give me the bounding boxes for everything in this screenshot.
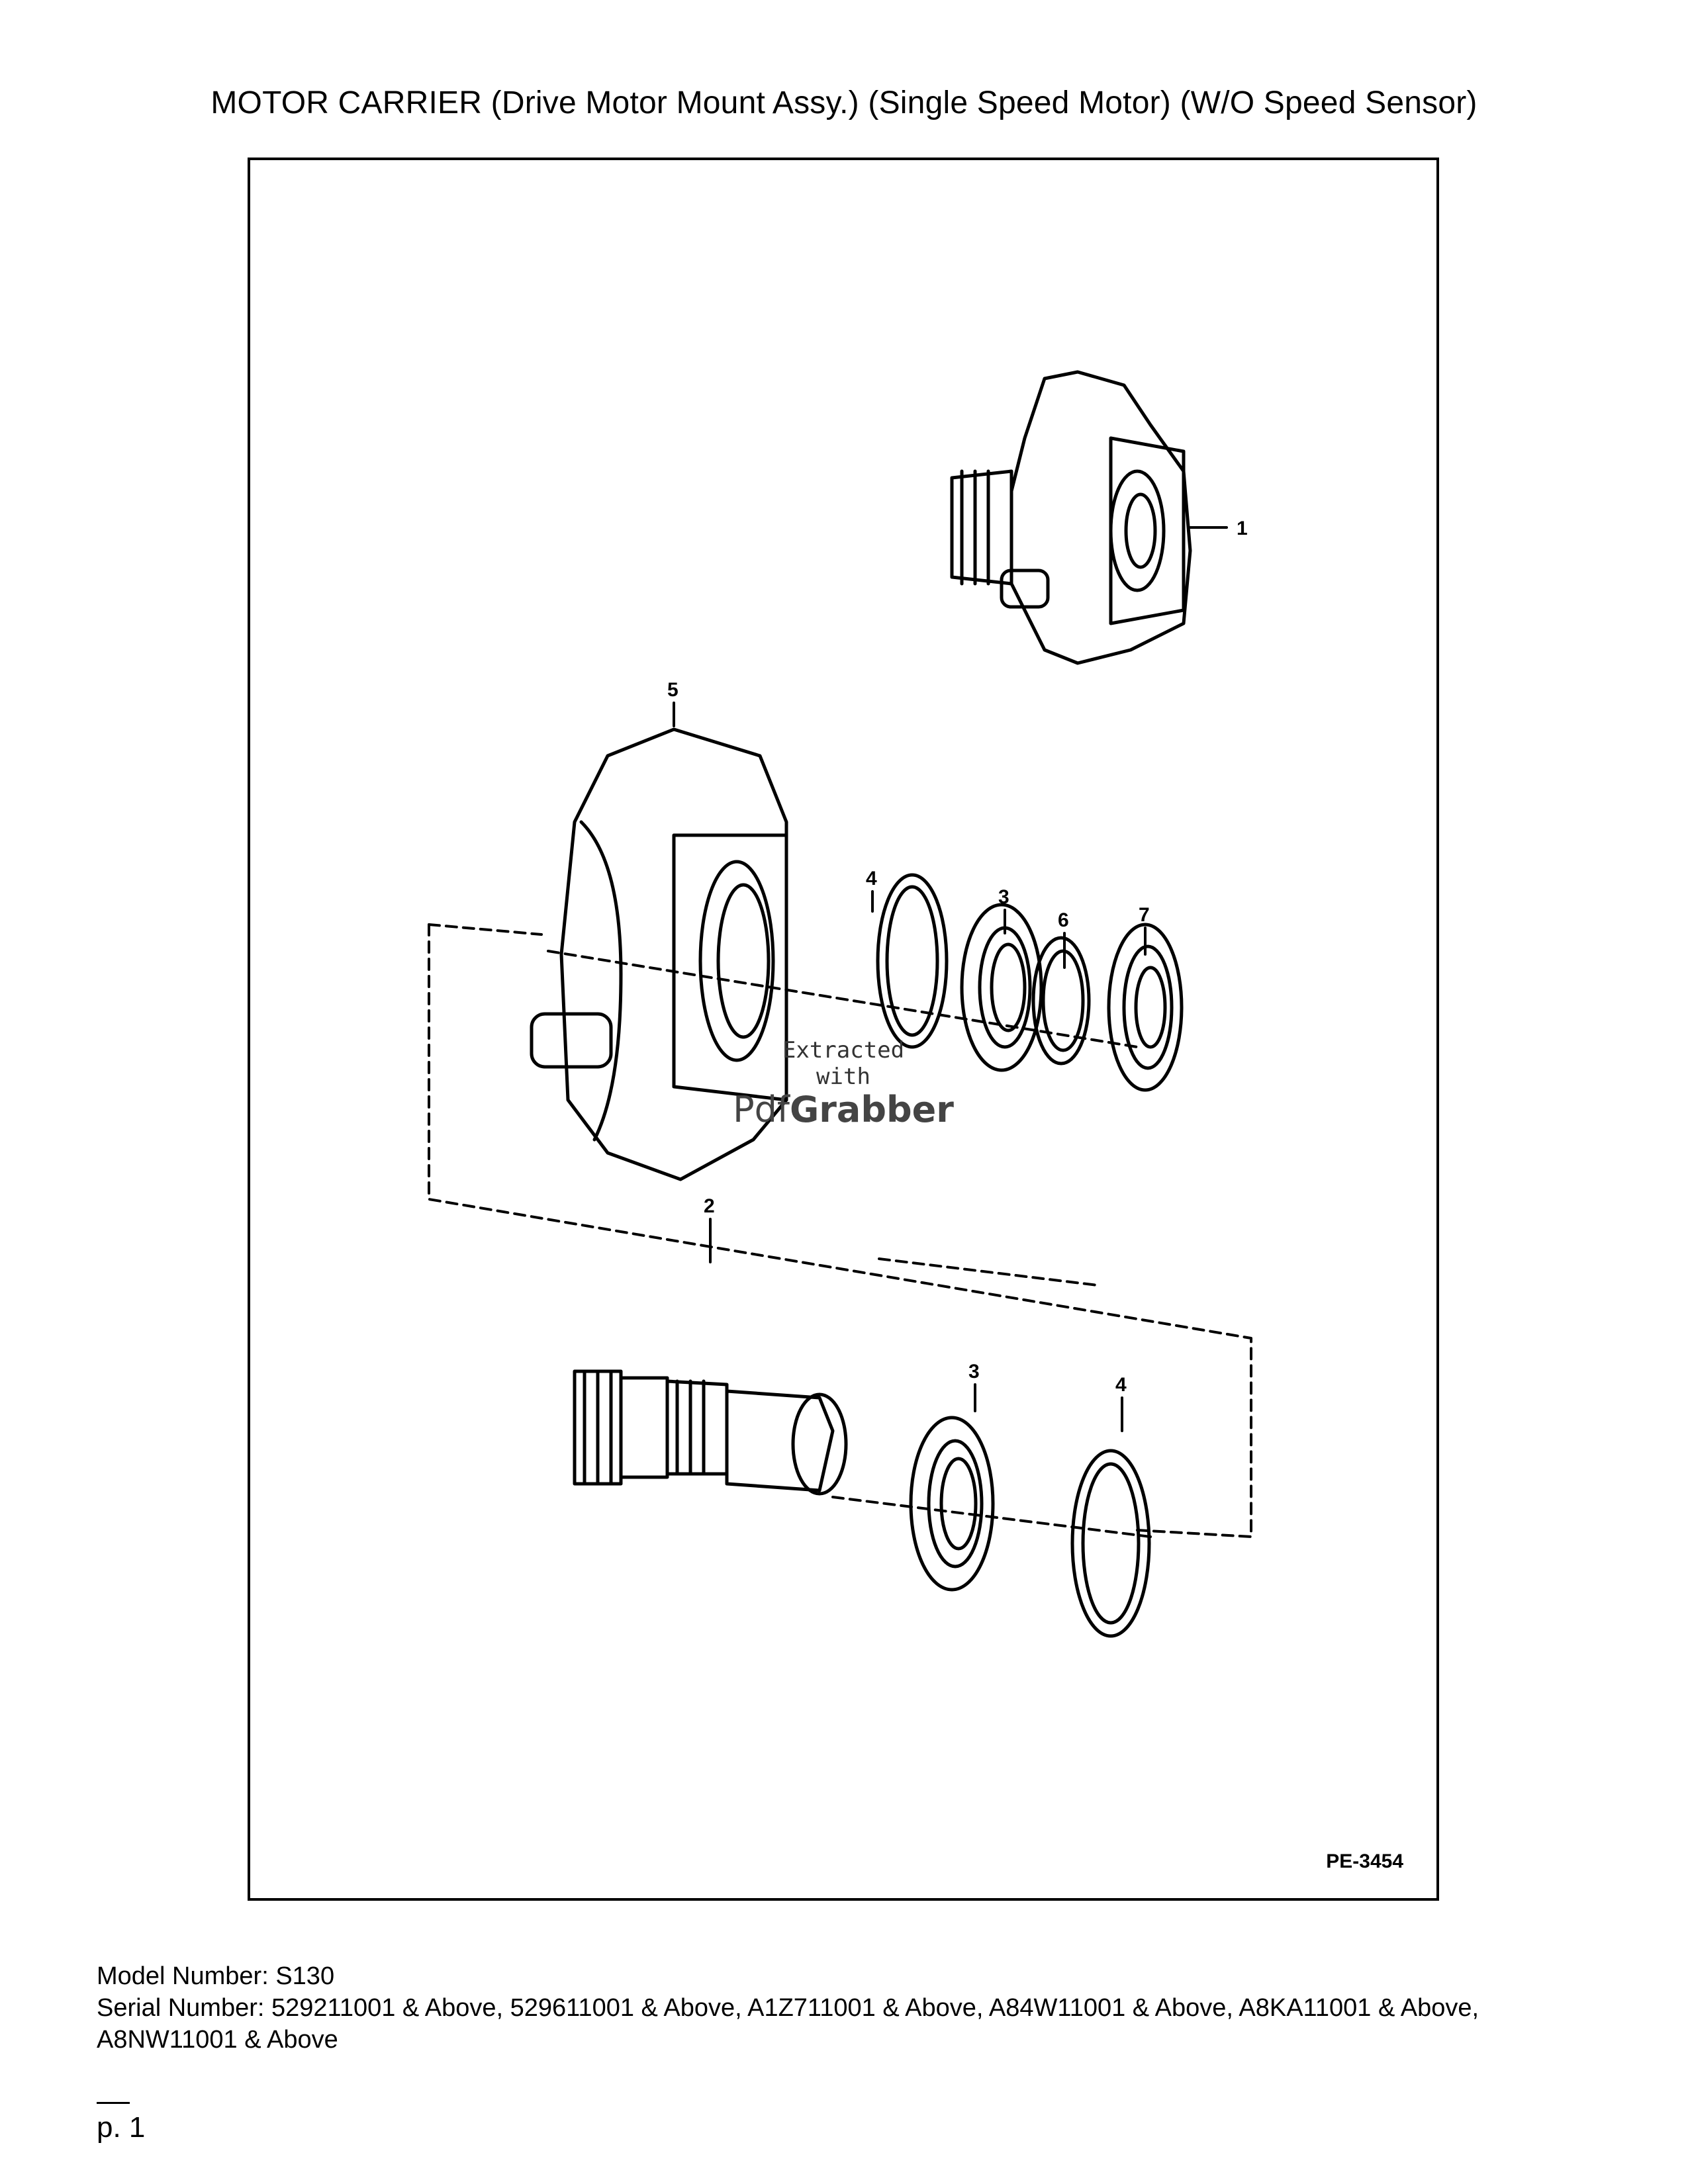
part-4-ring-upper: [876, 873, 949, 1049]
parts-diagram-frame: 1 5 4 3 6 7 2 3 4 Extracted with PdfGrab…: [248, 158, 1439, 1901]
part-3-bearing-upper: [960, 903, 1043, 1072]
callout-7-label: 7: [1139, 904, 1150, 926]
callout-leaders: [673, 526, 1228, 1432]
footer-rule: [97, 2102, 130, 2104]
page-title: MOTOR CARRIER (Drive Motor Mount Assy.) …: [211, 85, 1477, 120]
watermark-brand: PdfGrabber: [731, 1090, 956, 1130]
callout-3-lower-label: 3: [968, 1361, 980, 1383]
watermark-brand-a: Pdf: [733, 1089, 790, 1130]
part-1-carrier-assembly: [950, 370, 1192, 665]
watermark: Extracted with PdfGrabber: [731, 1037, 956, 1130]
watermark-line-1: Extracted: [782, 1037, 905, 1064]
watermark-brand-b: Grabber: [789, 1089, 954, 1130]
assembly-guide-dashed: [428, 923, 1252, 1538]
part-6-snap-ring: [1031, 936, 1091, 1066]
part-2-sprocket-shaft: [573, 1369, 848, 1496]
part-5-housing: [530, 727, 788, 1181]
model-number-value: S130: [275, 1962, 335, 1990]
serial-number-value: 529211001 & Above, 529611001 & Above, A1…: [97, 1994, 1479, 2054]
callout-4-upper-label: 4: [866, 868, 877, 889]
part-3-bearing-lower: [909, 1416, 995, 1592]
part-4-ring-lower: [1070, 1449, 1151, 1638]
part-7-seal: [1107, 923, 1184, 1092]
serial-number-line: Serial Number: 529211001 & Above, 529611…: [97, 1992, 1606, 2056]
model-number-label: Model Number:: [97, 1962, 269, 1990]
exploded-parts-diagram: 1 5 4 3 6 7 2 3 4: [428, 370, 1252, 1638]
model-number-line: Model Number: S130: [97, 1960, 1606, 1992]
model-info: Model Number: S130 Serial Number: 529211…: [97, 1960, 1606, 2056]
callout-3-upper-label: 3: [998, 886, 1009, 908]
callout-1-label: 1: [1237, 518, 1248, 539]
callout-6-label: 6: [1058, 909, 1069, 931]
serial-number-label: Serial Number:: [97, 1994, 265, 2022]
watermark-line-2: with: [816, 1064, 870, 1090]
figure-code: PE-3454: [1326, 1850, 1403, 1872]
page-number: p. 1: [97, 2111, 146, 2144]
callout-2-label: 2: [704, 1195, 715, 1217]
callout-4-lower-label: 4: [1115, 1374, 1127, 1396]
callout-5-label: 5: [667, 679, 679, 701]
